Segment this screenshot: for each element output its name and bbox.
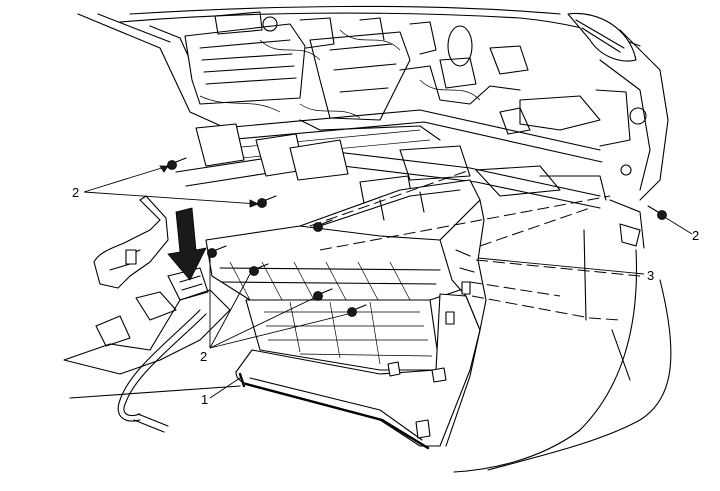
fastener-screw [257,195,277,208]
leader-lines [83,165,693,399]
callout-pivot: 3 [647,268,654,283]
right-trim-outline [453,249,672,473]
lower-left-trim [63,267,231,433]
fastener-screw [167,157,187,170]
instrument-panel-frame [77,5,669,249]
removal-arrow-left [167,207,207,281]
fastener-screw [249,263,269,276]
left-side-bracket [93,195,169,289]
fastener-screw [313,219,333,232]
fastener-screw [313,288,333,301]
callout-fastener-right: 2 [692,228,699,243]
fastener-screw [207,245,227,258]
fasteners [167,157,667,317]
callout-fastener-left: 2 [72,185,79,200]
fastener-screw [647,205,667,220]
callout-fastener-lower: 2 [200,349,207,364]
alignment-dashes [309,169,641,321]
fastener-screw [347,304,367,317]
floor-outline [69,385,241,399]
glove-box-compartment [205,179,487,450]
callout-compartment: 1 [201,392,208,407]
